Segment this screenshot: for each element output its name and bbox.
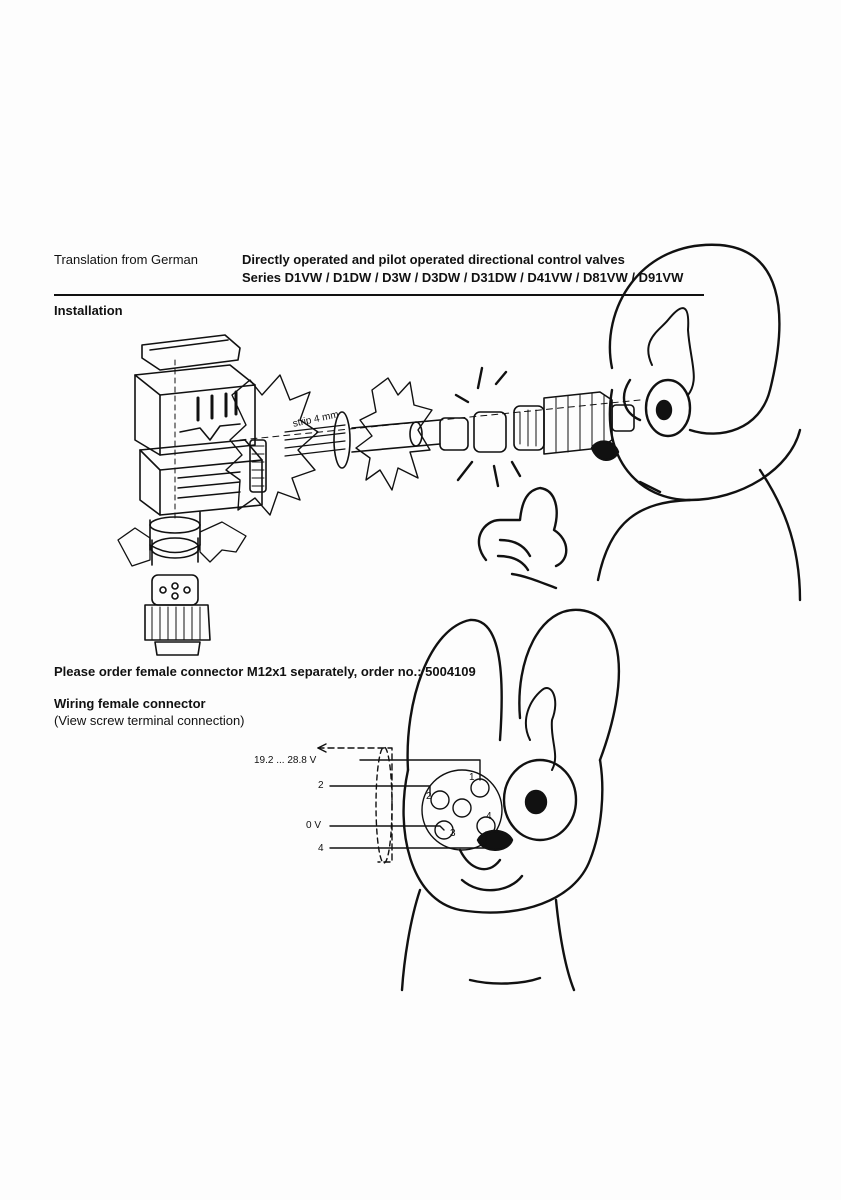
- cartoon-character-bottom-drawing: [400, 608, 621, 992]
- wire-label-supply: 19.2 ... 28.8 V: [254, 755, 317, 766]
- document-series: Series D1VW / D1DW / D3W / D3DW / D31DW …: [242, 270, 684, 285]
- pin-label-4: 4: [486, 811, 492, 822]
- wiring-subheading: (View screw terminal connection): [54, 713, 245, 728]
- pin-label-3: 3: [450, 828, 456, 839]
- pin-label-2: 2: [426, 791, 432, 802]
- wiring-heading: Wiring female connector: [54, 696, 206, 711]
- wire-label-4: 4: [318, 843, 324, 854]
- header-rule: [54, 294, 704, 296]
- valve-connector-exploded-drawing: [117, 334, 641, 656]
- wiring-diagram: [317, 743, 503, 864]
- wire-label-0v: 0 V: [306, 820, 322, 831]
- cartoon-character-top-drawing: [477, 243, 802, 602]
- wire-label-2: 2: [318, 780, 324, 791]
- translation-note: Translation from German: [54, 252, 199, 267]
- pin-label-1: 1: [469, 772, 475, 783]
- order-note: Please order female connector M12x1 sepa…: [54, 664, 476, 679]
- document-title: Directly operated and pilot operated dir…: [242, 252, 625, 267]
- installation-heading: Installation: [54, 303, 123, 318]
